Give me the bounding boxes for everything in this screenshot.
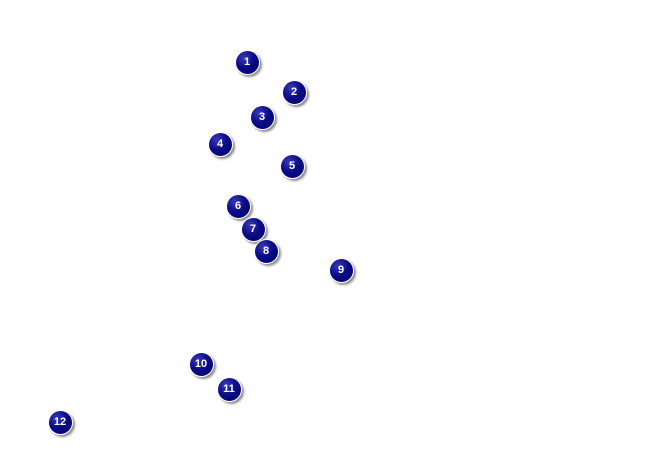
marker-6[interactable]: 6 bbox=[225, 193, 251, 219]
marker-label: 4 bbox=[216, 137, 224, 150]
marker-7[interactable]: 7 bbox=[240, 216, 266, 242]
marker-label: 12 bbox=[53, 415, 67, 428]
marker-8[interactable]: 8 bbox=[253, 238, 279, 264]
marker-label: 9 bbox=[337, 263, 345, 276]
marker-12[interactable]: 12 bbox=[47, 409, 73, 435]
marker-label: 8 bbox=[262, 244, 270, 257]
marker-9[interactable]: 9 bbox=[328, 257, 354, 283]
marker-label: 6 bbox=[234, 199, 242, 212]
marker-2[interactable]: 2 bbox=[281, 79, 307, 105]
marker-label: 5 bbox=[288, 159, 296, 172]
marker-label: 7 bbox=[249, 222, 257, 235]
marker-label: 11 bbox=[223, 382, 235, 395]
marker-label: 10 bbox=[194, 357, 208, 370]
marker-11[interactable]: 11 bbox=[216, 376, 242, 402]
marker-10[interactable]: 10 bbox=[188, 351, 214, 377]
marker-label: 1 bbox=[243, 55, 251, 68]
marker-4[interactable]: 4 bbox=[207, 131, 233, 157]
marker-3[interactable]: 3 bbox=[249, 104, 275, 130]
marker-1[interactable]: 1 bbox=[234, 49, 260, 75]
marker-label: 2 bbox=[290, 85, 298, 98]
marker-5[interactable]: 5 bbox=[279, 153, 305, 179]
marker-label: 3 bbox=[258, 110, 266, 123]
